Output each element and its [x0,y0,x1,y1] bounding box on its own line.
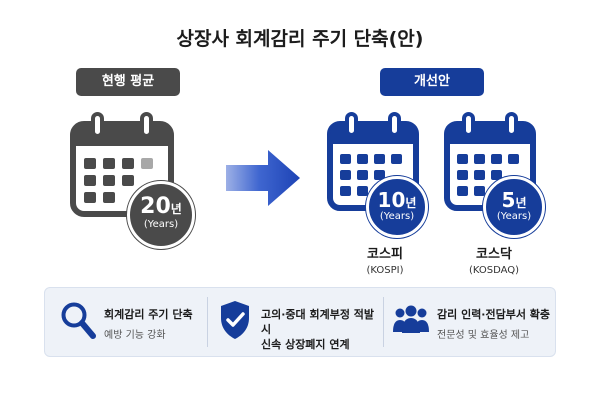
page-title: 상장사 회계감리 주기 단축(안) [176,28,424,50]
kosdaq-years-badge: 5년 (Years) [483,176,545,238]
current-years-badge: 20년 (Years) [127,181,195,249]
kospi-years-number: 10 [377,188,406,212]
divider [383,297,384,347]
current-years-en: (Years) [143,219,179,230]
kosdaq-name-en: (KOSDAQ) [468,265,520,276]
feature-delisting: 고의·중대 회계부정 적발 시 신속 상장폐지 연계 [261,308,383,353]
kospi-market: 코스피 (KOSPI) [335,243,435,276]
kospi-years-en: (Years) [379,211,415,222]
divider [207,297,208,347]
calendar-icon-current [70,112,174,217]
kospi-years-badge: 10년 (Years) [366,176,428,238]
kospi-name-ko: 코스피 [367,247,403,262]
feature-audit-cycle: 회계감리 주기 단축 예방 기능 강화 [104,308,204,341]
people-icon [393,305,429,333]
feature-staffing: 감리 인력·전담부서 확충 전문성 및 효율성 제고 [437,308,552,341]
feature-subtitle: 예방 기능 강화 [104,329,166,341]
magnifier-icon [61,302,96,339]
feature-title: 회계감리 주기 단축 [104,308,193,321]
kosdaq-years-number: 5 [501,188,516,212]
proposal-label: 개선안 [380,68,484,96]
kosdaq-name-ko: 코스닥 [476,247,512,262]
kosdaq-years-en: (Years) [496,211,532,222]
features-panel [44,287,556,357]
kosdaq-market: 코스닥 (KOSDAQ) [444,243,544,276]
arrow-right-icon [226,150,300,206]
kospi-years-unit: 년 [405,196,417,210]
feature-subtitle: 전문성 및 효율성 제고 [437,329,530,341]
feature-title-line1: 고의·중대 회계부정 적발 시 [261,308,375,336]
feature-title-line2: 신속 상장폐지 연계 [261,337,350,351]
current-label: 현행 평균 [76,68,180,96]
current-years-unit: 년 [170,202,182,216]
shield-check-icon [221,301,249,339]
feature-title: 감리 인력·전담부서 확충 [437,308,551,321]
current-years-number: 20 [140,194,171,219]
kospi-name-en: (KOSPI) [366,265,404,276]
kosdaq-years-unit: 년 [515,196,527,210]
